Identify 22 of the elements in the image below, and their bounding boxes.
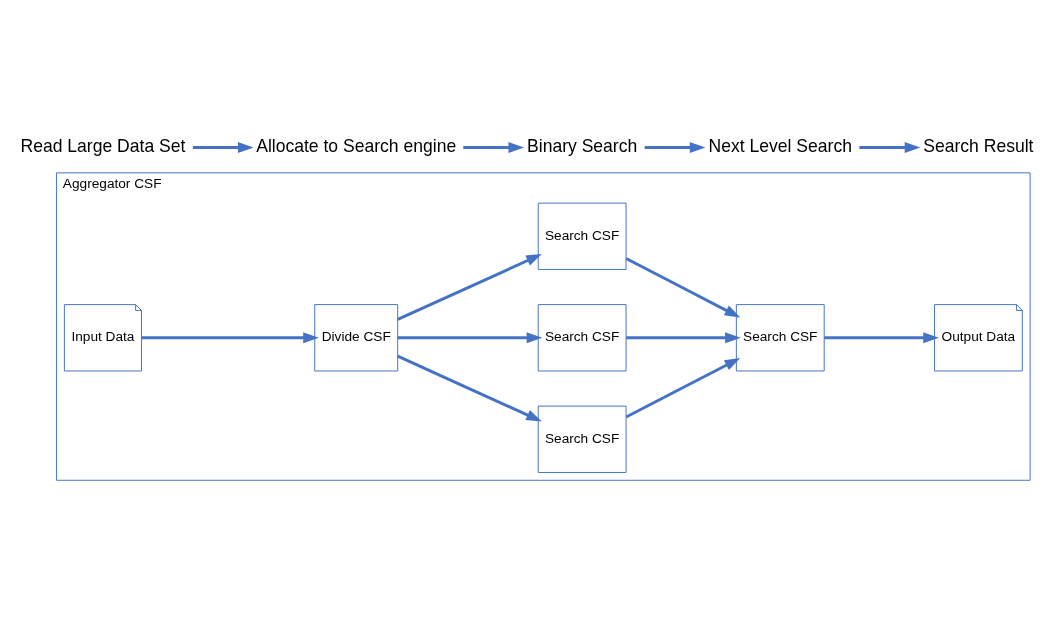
arrow — [644, 142, 706, 153]
arrow — [397, 354, 542, 422]
node-box: Search CSF — [537, 304, 627, 372]
arrow — [141, 332, 319, 344]
node-text: Search Result — [923, 135, 1034, 156]
node-text: Binary Search — [527, 135, 638, 156]
arrow — [859, 142, 921, 153]
arrow — [397, 332, 543, 344]
arrow — [626, 332, 741, 344]
arrow — [625, 257, 741, 318]
arrow — [192, 142, 254, 153]
arrow — [625, 358, 741, 419]
node-box: Divide CSF — [314, 304, 399, 372]
arrow — [397, 254, 542, 321]
node-text: Allocate to Search engine — [256, 135, 457, 156]
node-text: Next Level Search — [708, 135, 852, 156]
node-box: Search CSF — [735, 304, 825, 372]
node-text: Read Large Data Set — [20, 135, 186, 156]
node-box: Search CSF — [537, 405, 627, 473]
arrow — [824, 332, 939, 344]
arrow — [463, 142, 525, 153]
node-box: Search CSF — [537, 202, 627, 270]
